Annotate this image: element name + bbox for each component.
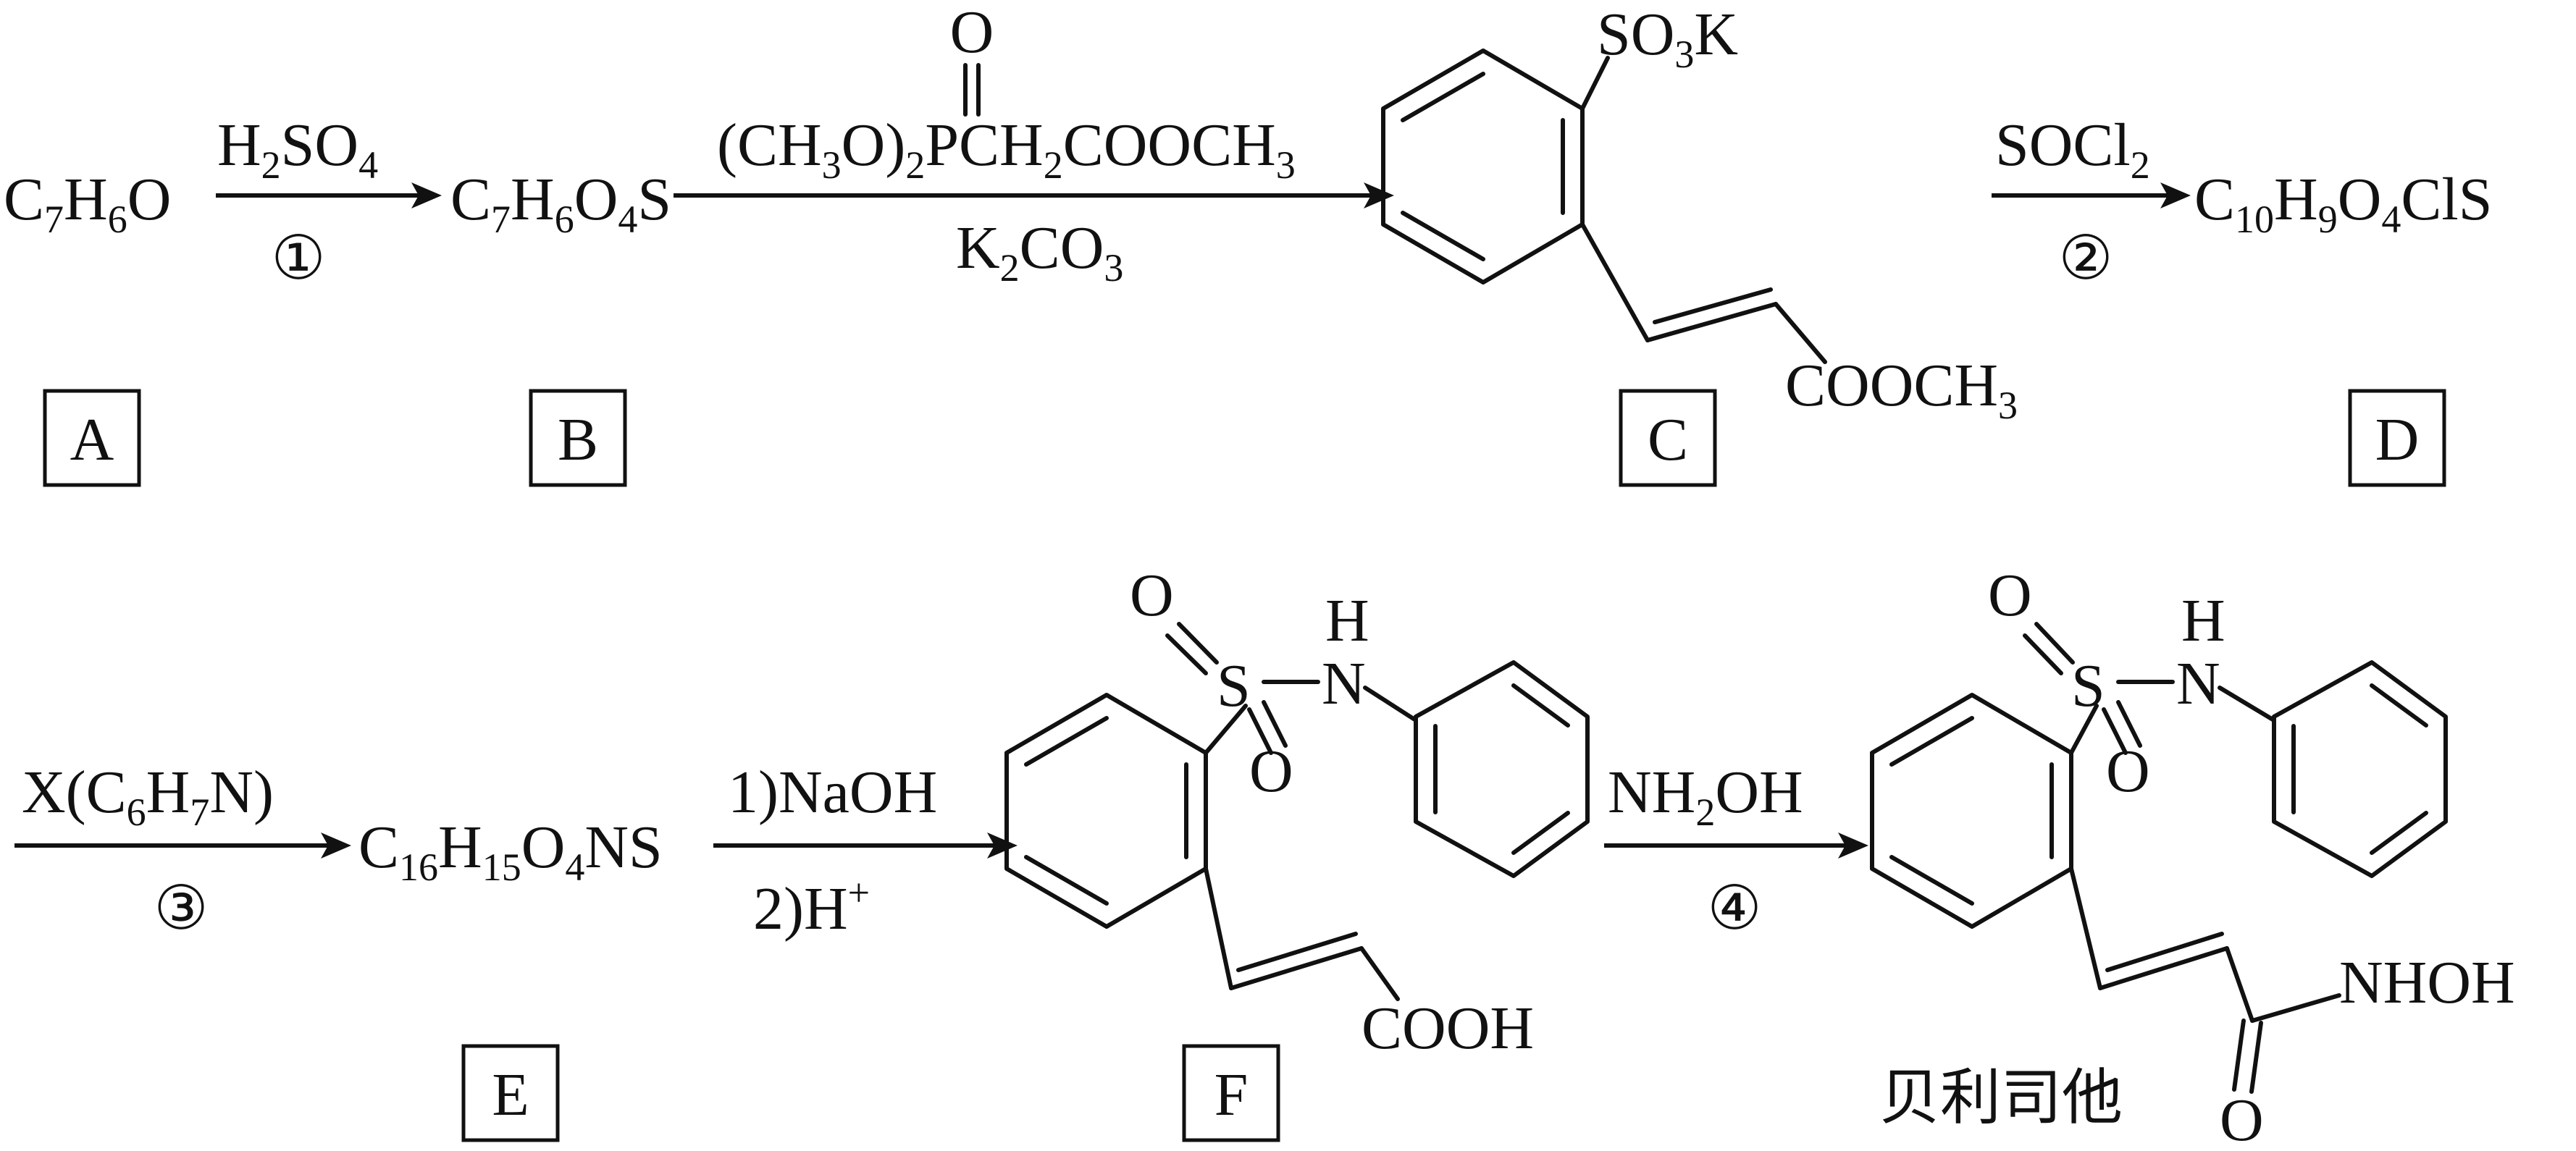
bond-p-s-o2-double	[2102, 707, 2128, 755]
reagent-phosphonate-oxygen: O	[950, 0, 994, 66]
structure-f-oxygen-1: O	[1130, 562, 1174, 629]
structure-product-sulfur: S	[2071, 652, 2105, 720]
arrow-step-1	[216, 182, 442, 208]
bond-f-vinyl-2	[1229, 946, 1364, 990]
svg-text:A: A	[70, 406, 114, 473]
step-number-2: ②	[2058, 225, 2113, 292]
reagent-step-3: X(C6H7N)	[22, 759, 274, 834]
structure-f-benzene-ring	[1004, 693, 1208, 929]
arrow-step-2	[1992, 182, 2191, 208]
reagent-step-1: H2SO4	[217, 111, 378, 187]
formula-e: C16H15O4NS	[358, 814, 663, 889]
bond-p-s-o2	[2116, 700, 2142, 748]
structure-f-cooh: COOH	[1362, 995, 1534, 1062]
reagent-acid: 2)H+	[753, 871, 870, 943]
bond-f-s-o1	[1177, 622, 1219, 665]
bond-f-n-phenyl	[1363, 686, 1418, 722]
bond-p-vinyl-2	[2098, 946, 2229, 990]
label-box-d: D	[2348, 389, 2446, 487]
step-number-4: ④	[1707, 875, 1761, 943]
bond-f-vinyl-3	[1359, 946, 1400, 1001]
bond-c-vinyl-3	[1774, 302, 1827, 364]
label-box-f: F	[1182, 1044, 1280, 1142]
bond-f-vinyl-1	[1204, 867, 1233, 990]
bond-f-ring-s	[1204, 704, 1248, 755]
svg-text:C: C	[1648, 406, 1688, 473]
formula-a: C7H6O	[4, 166, 171, 241]
arrow-step-4	[1604, 832, 1868, 859]
structure-c: SO3K COOCH3	[1381, 1, 2018, 427]
structure-product-benzene-ring	[1870, 693, 2073, 929]
formula-d: C10H9O4ClS	[2194, 166, 2492, 241]
structure-product-oxygen-2: O	[2106, 738, 2150, 805]
label-box-b: B	[529, 389, 627, 487]
structure-product: S O O H N NHOH O 贝利司他	[1870, 562, 2515, 1151]
label-box-c: C	[1619, 389, 1717, 487]
bond-f-s-o2-double	[1247, 707, 1273, 755]
step-number-1: ①	[271, 225, 325, 292]
reagent-k2co3: K2CO3	[956, 214, 1123, 290]
structure-product-nhoh: NHOH	[2339, 949, 2515, 1016]
structure-product-phenyl-ring	[2272, 660, 2448, 878]
bond-p-carbonyl-o-double	[2249, 1021, 2263, 1094]
step-number-3: ③	[154, 875, 208, 943]
bond-p-s-o1	[2034, 622, 2075, 665]
bond-p-vinyl-1	[2069, 867, 2102, 990]
structure-f-sulfur: S	[1217, 652, 1251, 720]
structure-f-nitrogen: N	[1322, 650, 1366, 717]
reagent-naoh: 1)NaOH	[728, 759, 937, 826]
structure-f-hydrogen: H	[1325, 587, 1369, 654]
bond-f-s-o1-double	[1165, 633, 1208, 675]
bond-p-n-phenyl	[2218, 686, 2276, 722]
label-box-e: E	[461, 1044, 560, 1142]
svg-text:B: B	[558, 406, 598, 473]
bond-c-vinyl-1	[1580, 222, 1650, 342]
structure-f: S O O H N COOH	[1004, 562, 1590, 1062]
label-box-a: A	[43, 389, 141, 487]
structure-c-benzene-ring	[1381, 49, 1585, 284]
structure-c-so3k: SO3K	[1597, 1, 1738, 76]
structure-product-oxygen-1: O	[1988, 562, 2032, 629]
svg-text:D: D	[2375, 406, 2420, 473]
formula-b: C7H6O4S	[450, 166, 671, 241]
bond-c-sulfonate	[1580, 56, 1610, 111]
bond-c-vinyl-2-double	[1653, 287, 1773, 324]
arrow-step-ef	[713, 832, 1018, 859]
reagent-step-4: NH2OH	[1608, 759, 1803, 834]
structure-c-ester: COOCH3	[1785, 352, 2018, 427]
bond-p-vinyl-2-double	[2105, 932, 2224, 972]
bond-f-s-o2	[1262, 700, 1288, 748]
bond-p-carbonyl-n	[2250, 993, 2341, 1023]
product-name: 贝利司他	[1879, 1062, 2123, 1133]
svg-text:E: E	[492, 1061, 529, 1129]
structure-product-carbonyl-oxygen: O	[2220, 1087, 2264, 1151]
bond-c-vinyl-2	[1645, 302, 1778, 342]
svg-text:F: F	[1214, 1061, 1249, 1129]
bond-p-carbonyl-o	[2232, 1019, 2246, 1092]
bond-p-vinyl-3	[2225, 946, 2254, 1023]
arrow-step-3	[14, 832, 351, 859]
bond-p-ring-s	[2069, 704, 2099, 755]
reagent-phosphonate: (CH3O)2PCH2COOCH3	[717, 111, 1296, 187]
bond-p-s-o1-double	[2023, 633, 2063, 675]
structure-product-hydrogen: H	[2181, 587, 2225, 654]
structure-f-oxygen-2: O	[1249, 738, 1293, 805]
bond-f-vinyl-2-double	[1236, 932, 1358, 972]
structure-f-phenyl-ring	[1414, 660, 1590, 878]
reagent-step-2: SOCl2	[1995, 111, 2150, 187]
arrow-step-bc	[674, 182, 1394, 208]
structure-product-nitrogen: N	[2176, 650, 2220, 717]
